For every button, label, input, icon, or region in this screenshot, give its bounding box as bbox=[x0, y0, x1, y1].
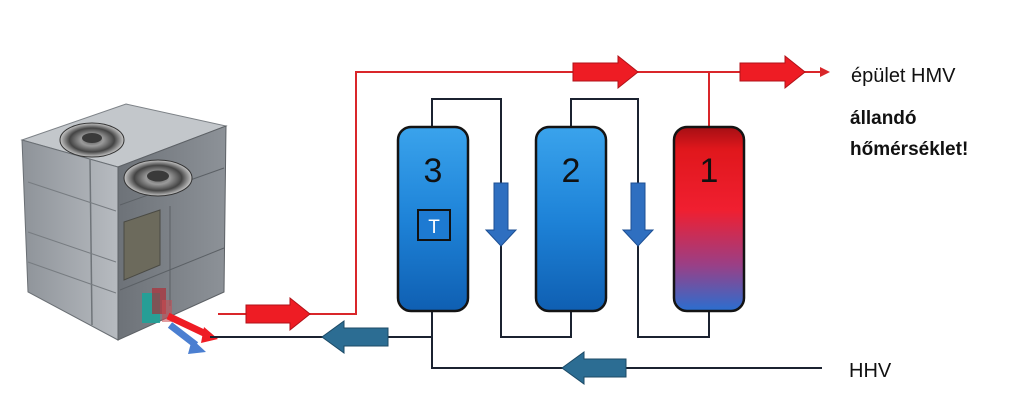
output-label: épület HMV bbox=[851, 65, 956, 87]
tank-3: 3 T bbox=[396, 125, 470, 313]
output-arrowhead bbox=[820, 67, 830, 77]
note-line-2: hőmérséklet! bbox=[850, 139, 968, 160]
hot-flow-arrow-2 bbox=[572, 54, 639, 90]
hot-flow-arrow-3 bbox=[739, 54, 806, 90]
heat-pump-unit-icon bbox=[20, 103, 228, 354]
down-flow-arrow-1 bbox=[484, 182, 518, 247]
cold-inlet-pipe bbox=[431, 310, 822, 369]
temperature-sensor-icon: T bbox=[417, 209, 451, 241]
sensor-label: T bbox=[428, 217, 440, 238]
tank-1-number: 1 bbox=[700, 152, 719, 190]
cold-flow-arrow-2 bbox=[561, 351, 627, 385]
hot-flow-arrow-1 bbox=[245, 296, 311, 332]
tank-3-number: 3 bbox=[424, 152, 443, 190]
tank-2-number: 2 bbox=[562, 152, 581, 190]
tank-2: 2 bbox=[534, 125, 608, 313]
cold-flow-arrow-1 bbox=[321, 320, 389, 354]
tank-1: 1 bbox=[672, 125, 746, 313]
down-flow-arrow-2 bbox=[621, 182, 655, 247]
note-line-1: állandó bbox=[850, 108, 917, 129]
input-label: HHV bbox=[849, 360, 892, 382]
